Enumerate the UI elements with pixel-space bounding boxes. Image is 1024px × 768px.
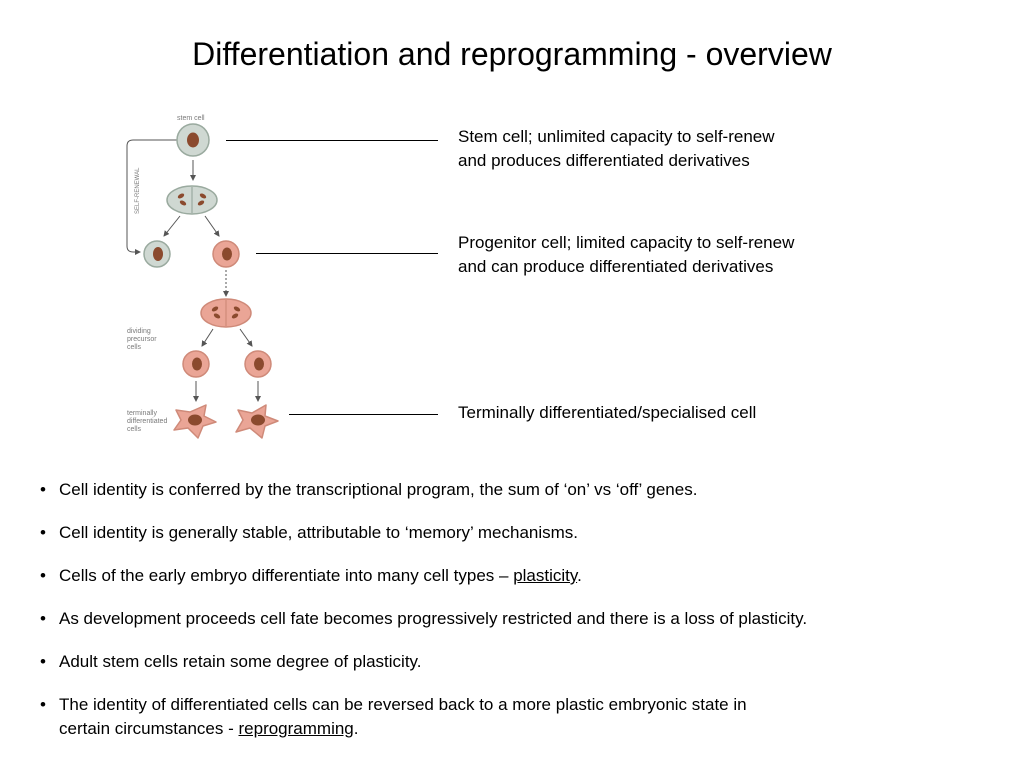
bullet-text: Cell identity is conferred by the transc… <box>59 480 698 499</box>
stem-cell-leader-line <box>226 140 438 141</box>
terminal-label-line1: terminally <box>127 410 157 417</box>
progenitor-callout-line2: and can produce differentiated derivativ… <box>458 257 774 276</box>
stem-cell-label: stem cell <box>177 115 205 122</box>
stem-cell <box>176 123 210 157</box>
bullet-text-line1: The identity of differentiated cells can… <box>59 695 747 714</box>
terminal-cell-left <box>173 404 217 439</box>
bullet-text: certain circumstances - <box>59 719 239 738</box>
dividing-stem-cell <box>166 185 218 215</box>
slide-title: Differentiation and reprogramming - over… <box>192 36 832 72</box>
dividing-label-line2: precursor <box>127 336 157 343</box>
arrow-to-progenitor <box>204 215 220 237</box>
bullet-item: The identity of differentiated cells can… <box>40 693 1000 741</box>
dividing-label-line3: cells <box>127 344 142 351</box>
bullet-text: Cell identity is generally stable, attri… <box>59 523 579 542</box>
bullet-period: . <box>577 566 582 585</box>
arrow-to-precursor-left <box>201 328 214 347</box>
bullet-text: As development proceeds cell fate become… <box>59 609 808 628</box>
precursor-cell-right <box>244 350 272 378</box>
cell-differentiation-diagram: stem cell SELF-RENEWAL dividing precurso… <box>126 115 279 439</box>
bullet-item: Adult stem cells retain some degree of p… <box>40 650 1000 674</box>
bullet-text-line2: certain circumstances - reprogramming. <box>59 717 1000 741</box>
dividing-precursor-cell <box>200 298 252 328</box>
bullet-item: Cell identity is conferred by the transc… <box>40 478 1000 502</box>
arrow-to-stem-daughter <box>163 215 181 237</box>
stem-cell-callout: Stem cell; unlimited capacity to self-re… <box>458 125 775 173</box>
self-renewal-label: SELF-RENEWAL <box>135 167 141 214</box>
progenitor-callout-line1: Progenitor cell; limited capacity to sel… <box>458 233 795 252</box>
progenitor-callout: Progenitor cell; limited capacity to sel… <box>458 231 794 279</box>
bullet-item: Cell identity is generally stable, attri… <box>40 521 1000 545</box>
bullet-item: As development proceeds cell fate become… <box>40 607 1000 631</box>
precursor-cell-left <box>182 350 210 378</box>
arrow-to-precursor-right <box>239 328 253 347</box>
terminal-label-line2: differentiated <box>127 418 167 425</box>
reprogramming-link[interactable]: reprogramming <box>238 719 354 738</box>
progenitor-cell <box>212 240 240 268</box>
plasticity-link[interactable]: plasticity <box>513 566 578 585</box>
stem-callout-line1: Stem cell; unlimited capacity to self-re… <box>458 127 775 146</box>
self-renewal-arrow <box>126 139 177 255</box>
bullet-text: Adult stem cells retain some degree of p… <box>59 652 422 671</box>
bullet-text: Cells of the early embryo differentiate … <box>59 566 514 585</box>
terminal-callout-line1: Terminally differentiated/specialised ce… <box>458 403 757 422</box>
terminal-leader-line <box>289 414 438 415</box>
terminal-callout: Terminally differentiated/specialised ce… <box>458 401 756 425</box>
bullet-period: . <box>353 719 359 738</box>
terminal-label-line3: cells <box>127 426 142 433</box>
stem-daughter-cell <box>143 240 171 268</box>
bullet-item: Cells of the early embryo differentiate … <box>40 564 1000 588</box>
bullet-list: Cell identity is conferred by the transc… <box>40 478 1000 760</box>
dividing-label-line1: dividing <box>127 328 151 335</box>
progenitor-leader-line <box>256 253 438 254</box>
stem-callout-line2: and produces differentiated derivatives <box>458 151 750 170</box>
terminal-cell-right <box>235 404 279 439</box>
